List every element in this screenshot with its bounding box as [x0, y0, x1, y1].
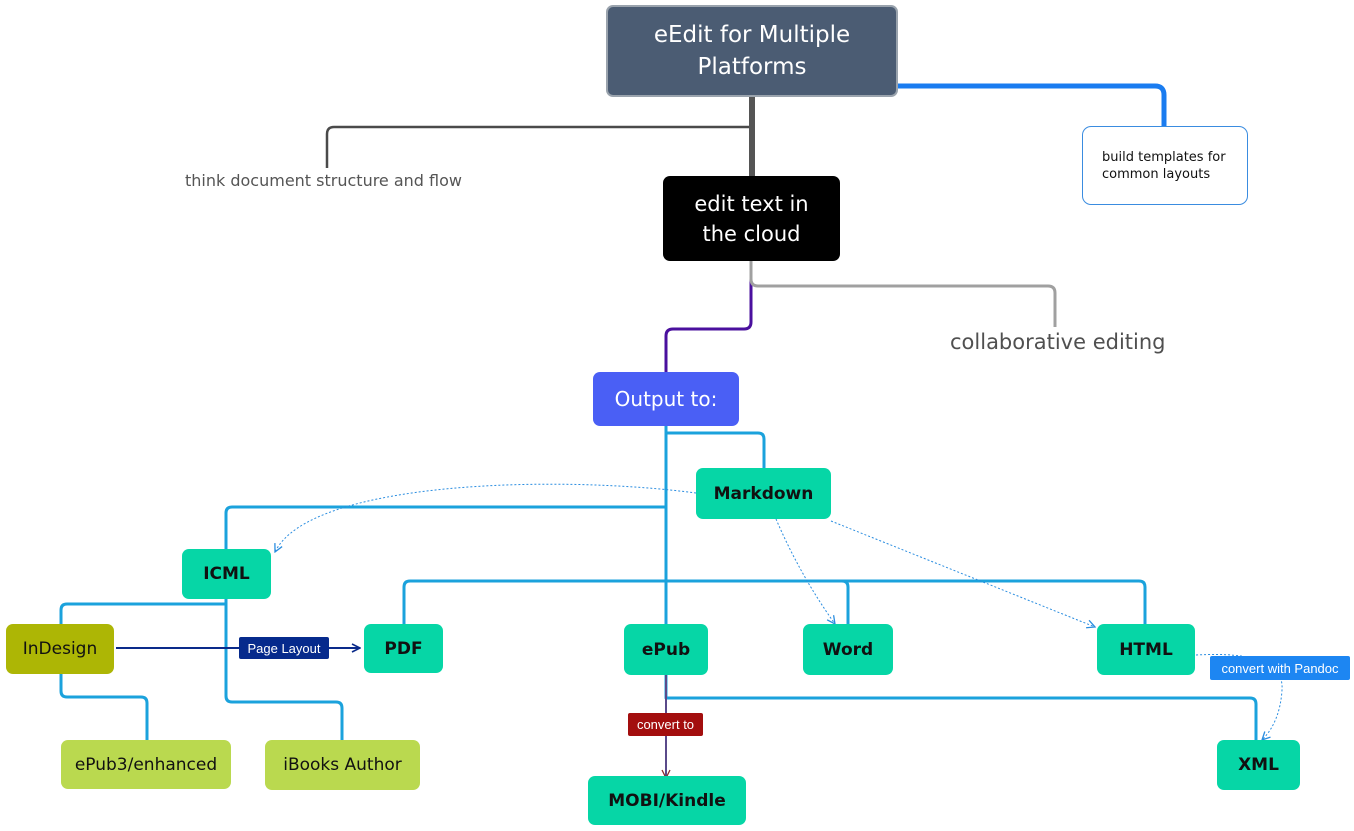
- format-icml[interactable]: ICML: [182, 549, 271, 599]
- connector-icml-to-ibooks: [224, 599, 344, 740]
- topic-output-to[interactable]: Output to:: [593, 372, 739, 426]
- relationship-markdown-to-word: [775, 518, 835, 624]
- format-html[interactable]: HTML: [1097, 624, 1195, 675]
- connector-root-to-structure: [325, 97, 754, 168]
- connector-output-to-markdown: [664, 426, 766, 468]
- relationship-markdown-to-html: [830, 520, 1095, 627]
- connector-output-to-word: [664, 426, 850, 624]
- connector-root-to-templates: [898, 83, 1167, 126]
- format-pdf[interactable]: PDF: [364, 624, 443, 673]
- format-word[interactable]: Word: [803, 624, 893, 675]
- relationship-html-to-xml: [1195, 653, 1283, 740]
- topic-collaborative-editing[interactable]: collaborative editing: [950, 330, 1166, 354]
- connector-cloud-to-collaborative: [749, 261, 1057, 327]
- topic-edit-cloud[interactable]: edit text in the cloud: [663, 176, 840, 261]
- connector-output-to-icml: [224, 426, 668, 549]
- format-epub3-enhanced[interactable]: ePub3/enhanced: [61, 740, 231, 789]
- label-convert-to[interactable]: convert to: [628, 713, 703, 736]
- central-topic[interactable]: eEdit for Multiple Platforms: [606, 5, 898, 97]
- format-mobi-kindle[interactable]: MOBI/Kindle: [588, 776, 746, 825]
- connector-indesign-to-epub3: [59, 674, 149, 740]
- topic-think-structure[interactable]: think document structure and flow: [185, 171, 462, 190]
- relationship-markdown-to-icml: [275, 483, 697, 552]
- format-epub[interactable]: ePub: [624, 624, 708, 675]
- format-xml[interactable]: XML: [1217, 740, 1300, 790]
- format-indesign[interactable]: InDesign: [6, 624, 114, 674]
- connector-cloud-to-output: [664, 261, 753, 372]
- connector-output-to-html: [664, 426, 1147, 624]
- label-page-layout[interactable]: Page Layout: [239, 637, 329, 659]
- connector-icml-to-indesign: [59, 599, 228, 624]
- label-convert-with-pandoc[interactable]: convert with Pandoc: [1210, 656, 1350, 680]
- connector-epub-to-xml: [664, 675, 1258, 740]
- format-ibooks-author[interactable]: iBooks Author: [265, 740, 420, 790]
- topic-build-templates[interactable]: build templates for common layouts: [1082, 126, 1248, 205]
- connector-output-to-pdf: [402, 426, 668, 624]
- format-markdown[interactable]: Markdown: [696, 468, 831, 519]
